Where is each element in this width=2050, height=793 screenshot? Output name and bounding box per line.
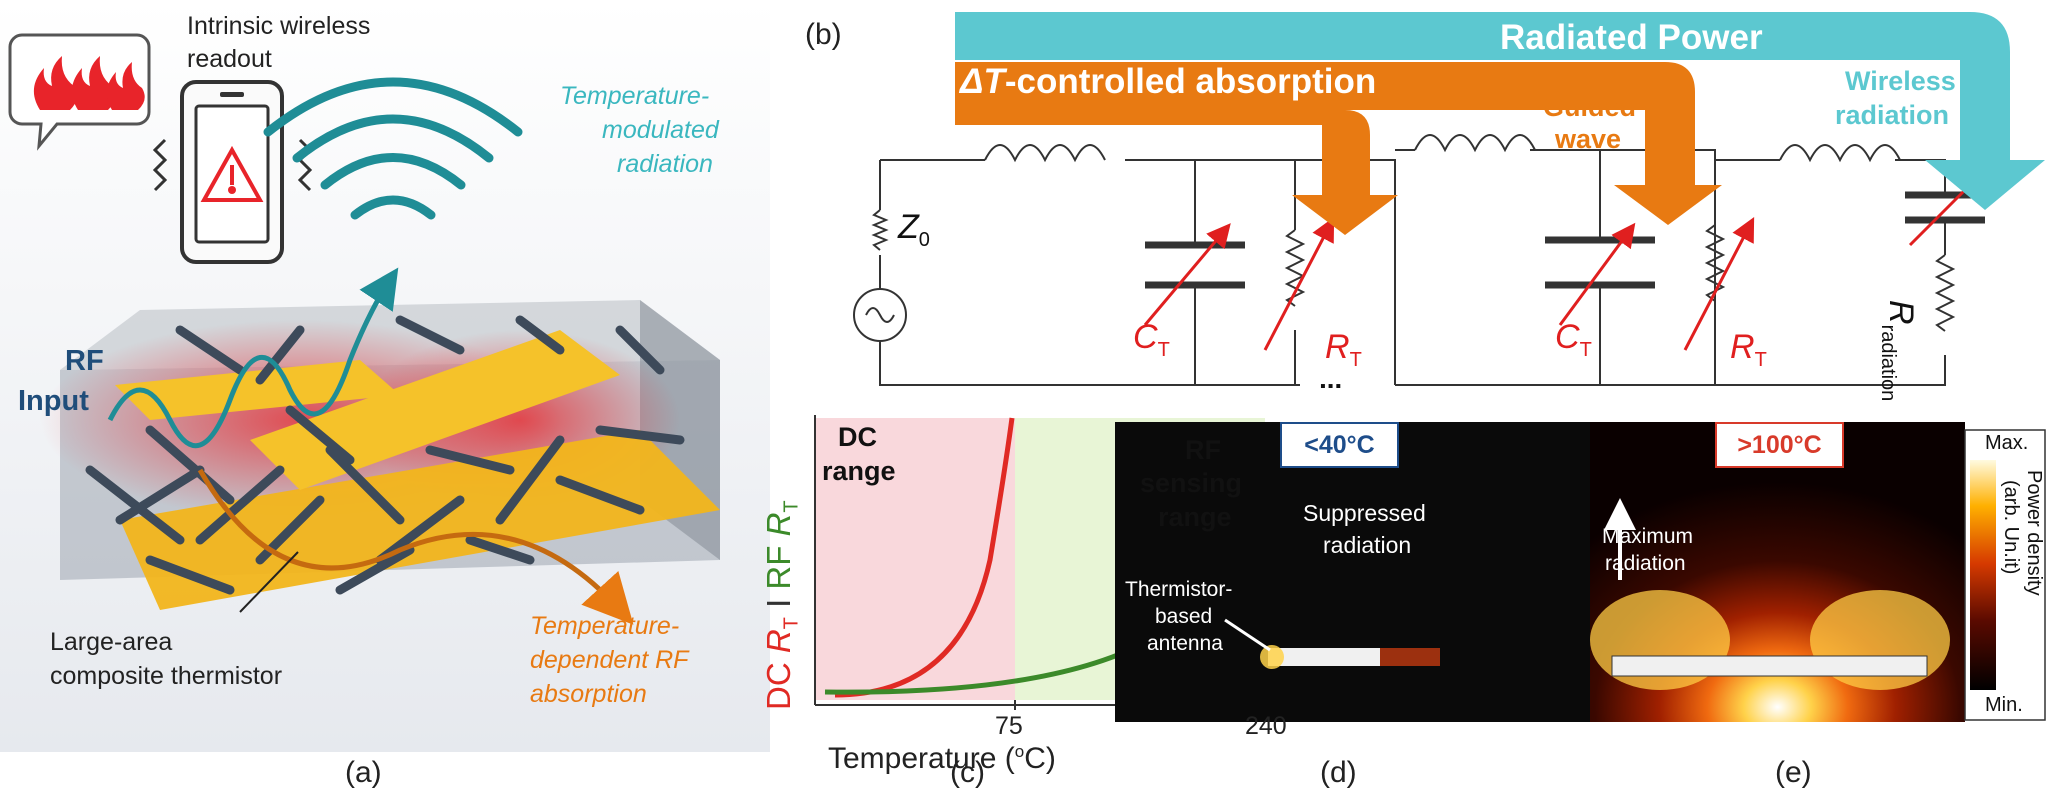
rf-range-label-line1: RF (1185, 435, 1221, 465)
rt-label-1: RT (1325, 328, 1362, 371)
max-radiation-label-line2: radiation (1605, 552, 1686, 575)
radiation-label-line1: Temperature- (560, 82, 710, 110)
rt-resistor-1 (1284, 229, 1306, 307)
ct-label-2: CT (1555, 318, 1592, 361)
radiated-power-label: Radiated Power (1500, 18, 1763, 57)
absorption-arrow (955, 62, 1722, 235)
delta-t-absorption-label: ΔT-controlled absorption (960, 62, 1377, 101)
antenna-label-line2: based (1155, 605, 1213, 628)
z0-label: Z0 (898, 208, 930, 251)
inductor-3 (1779, 144, 1901, 163)
suppressed-label-line1: Suppressed (1303, 500, 1426, 526)
warning-thermometer-icon (200, 145, 264, 202)
panel-c-ylabel: DC RT I RF RT (760, 500, 803, 710)
readout-label-line2: readout (187, 45, 272, 73)
temp-badge-high: >100°C (1715, 422, 1844, 468)
absorption-label-line1: Temperature- (530, 612, 680, 640)
antenna-leader-line (1224, 618, 1271, 652)
panel-a-letter: (a) (345, 756, 382, 789)
antenna-shape-hot (1611, 655, 1928, 677)
colorbar (1970, 460, 1996, 690)
absorption-label-line2: dependent RF (530, 646, 689, 674)
circuit-diagram (853, 134, 1985, 386)
vibration-left-icon (152, 138, 168, 192)
antenna-label-line1: Thermistor- (1125, 578, 1233, 601)
ground-plane (120, 430, 720, 610)
rf-range-label-line3: range (1158, 502, 1232, 532)
colorbar-max-label: Max. (1985, 432, 2029, 454)
fire-icon (33, 56, 145, 110)
wireless-signal-icon (263, 77, 523, 220)
absorption-path (197, 468, 634, 625)
phone-icon (180, 80, 284, 264)
tick-label-75: 75 (995, 712, 1023, 740)
thermistor-label-line1: Large-area (50, 628, 173, 656)
guided-wave-label-line1: Guided (1543, 92, 1636, 122)
dc-range-label-line1: DC (838, 422, 877, 452)
r-radiation-label: Rradiation (1877, 300, 1920, 402)
fire-bubble (8, 33, 151, 151)
wireless-radiation-label-line1: Wireless (1845, 66, 1956, 96)
thermistor-block (40, 267, 720, 625)
colorbar-label-line1: Power density (2023, 470, 2045, 596)
inductor-1 (984, 144, 1106, 163)
radiation-resistor (1934, 254, 1956, 332)
radiated-power-arrow (955, 12, 2045, 210)
guided-wave-label-line2: wave (1555, 124, 1622, 154)
rf-input-label-line1: RF (65, 345, 104, 377)
radiation-label-line2: modulated (602, 116, 719, 144)
colorbar-label-line2: (arb. Un.it) (2000, 480, 2022, 575)
radiation-label-line3: radiation (617, 150, 713, 178)
panel-d-letter: (d) (1320, 756, 1357, 789)
tick-label-240: 240 (1245, 712, 1287, 740)
ct-label-1: CT (1133, 318, 1170, 361)
panel-e-letter: (e) (1775, 756, 1812, 789)
inductor-2 (1414, 134, 1536, 153)
top-plate-left (115, 360, 400, 420)
panel-b-letter: (b) (805, 18, 842, 51)
readout-label-line1: Intrinsic wireless (187, 12, 371, 40)
suppressed-label-line2: radiation (1323, 532, 1412, 558)
dc-range-shading (815, 418, 1015, 700)
rf-range-label-line2: sensing (1140, 468, 1243, 498)
absorption-label-line3: absorption (530, 680, 647, 708)
panel-c-letter: (c) (950, 756, 985, 789)
wireless-radiation-label-line2: radiation (1835, 100, 1950, 130)
rf-wave (107, 267, 399, 449)
dc-curve (834, 417, 1015, 698)
temp-badge-low: <40°C (1280, 422, 1399, 468)
thermistor-label-line2: composite thermistor (50, 662, 283, 690)
rf-input-label-line2: Input (18, 385, 89, 417)
continuation-ellipsis: ▪▪▪ (1320, 378, 1344, 395)
rt-label-2: RT (1730, 328, 1767, 371)
dc-range-label-line2: range (822, 456, 896, 486)
antenna-label-line3: antenna (1147, 632, 1223, 655)
panel-d-field (1115, 422, 1590, 722)
antenna-shape (1268, 648, 1380, 666)
z0-resistor (871, 209, 889, 251)
colorbar-min-label: Min. (1985, 694, 2023, 716)
thermistor-leader-line (239, 551, 299, 613)
x-axis-label: Temperature (oC) (828, 742, 1056, 775)
max-radiation-label-line1: Maximum (1602, 525, 1694, 548)
